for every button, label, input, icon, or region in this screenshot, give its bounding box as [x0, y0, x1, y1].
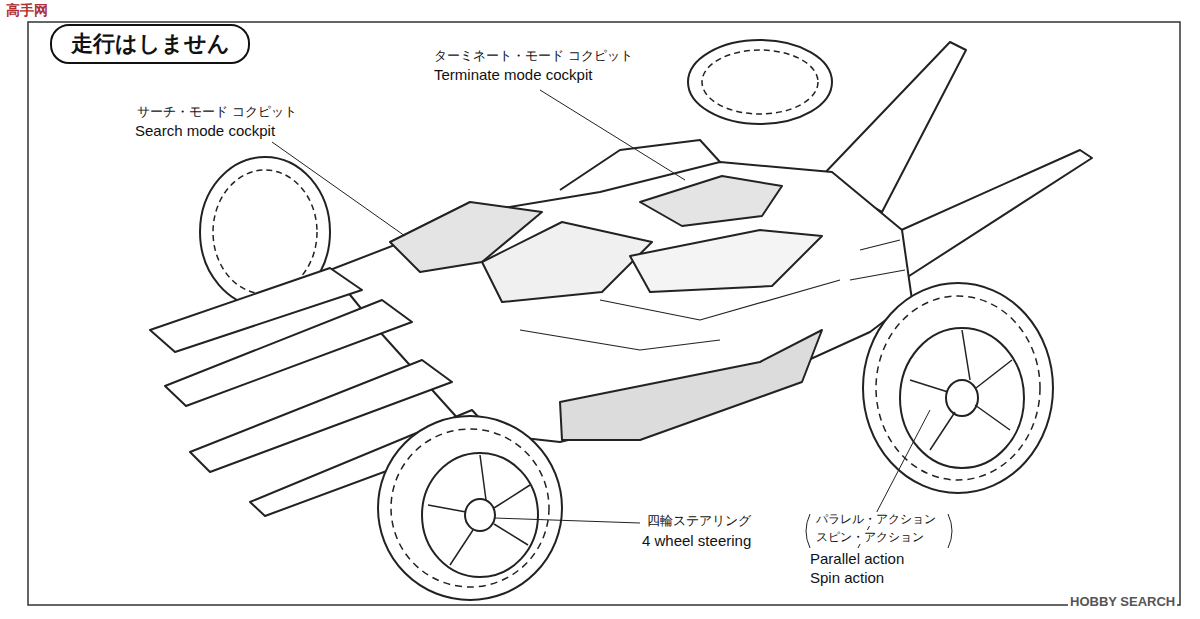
part-label: 4 wheel steering — [640, 532, 753, 550]
part-label: Parallel action — [808, 550, 906, 568]
watermark: HOBBY SEARCH — [1068, 594, 1177, 610]
part-label: サーチ・モード コクピット — [135, 104, 299, 120]
part-label: Terminate mode cockpit — [432, 66, 594, 84]
warning-badge: 走行はしません — [50, 24, 250, 64]
part-label: Search mode cockpit — [133, 122, 277, 140]
part-label: スピン・アクション — [814, 530, 926, 544]
part-label: パラレル・アクション — [814, 512, 938, 526]
watermark: 高手网 — [4, 2, 50, 19]
part-label: Spin action — [808, 569, 886, 587]
badge-text: 走行はしません — [71, 29, 230, 59]
part-label: ターミネート・モード コクピット — [432, 48, 635, 64]
part-label: 四輪ステアリング — [645, 513, 753, 529]
